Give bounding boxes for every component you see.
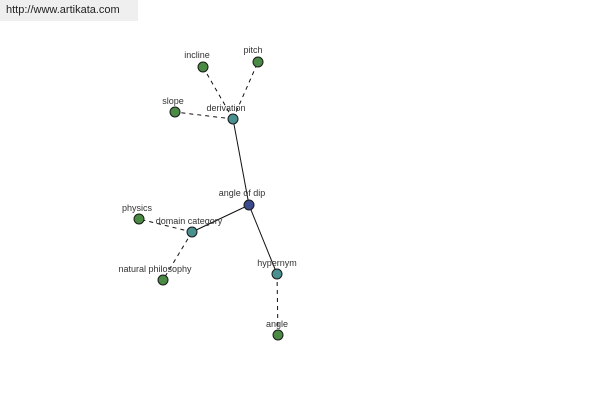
node-incline-dot[interactable] bbox=[197, 61, 209, 73]
node-natural-philosophy[interactable]: natural philosophy bbox=[118, 264, 192, 286]
node-physics-dot[interactable] bbox=[133, 213, 145, 225]
edge-derivation-pitch bbox=[232, 61, 259, 120]
edge-center-domain-category bbox=[191, 204, 250, 233]
node-physics-label: physics bbox=[122, 203, 153, 213]
node-incline[interactable]: incline bbox=[184, 50, 210, 73]
node-domain-category-dot[interactable] bbox=[186, 226, 198, 238]
node-hypernym-label: hypernym bbox=[257, 258, 297, 268]
node-domain-category-label: domain category bbox=[156, 216, 223, 226]
edge-center-hypernym bbox=[248, 204, 278, 275]
edge-derivation-slope bbox=[174, 111, 234, 120]
node-hypernym[interactable]: hypernym bbox=[257, 258, 297, 280]
edge-domain-physics bbox=[138, 218, 193, 233]
node-derivation-dot[interactable] bbox=[227, 113, 239, 125]
edge-domain-natural-philosophy bbox=[162, 231, 193, 281]
edge-hypernym-angle bbox=[276, 273, 279, 336]
node-derivation-label: derivation bbox=[206, 103, 245, 113]
node-pitch[interactable]: pitch bbox=[243, 45, 264, 68]
node-incline-label: incline bbox=[184, 50, 210, 60]
node-hypernym-dot[interactable] bbox=[271, 268, 283, 280]
node-angle-of-dip-label: angle of dip bbox=[219, 188, 266, 198]
node-derivation[interactable]: derivation bbox=[206, 103, 246, 125]
edge-derivation-incline bbox=[202, 66, 234, 120]
node-slope-label: slope bbox=[162, 96, 184, 106]
node-physics[interactable]: physics bbox=[122, 203, 153, 225]
node-pitch-label: pitch bbox=[243, 45, 262, 55]
node-angle-of-dip-dot[interactable] bbox=[243, 199, 255, 211]
node-natural-philosophy-dot[interactable] bbox=[157, 274, 169, 286]
edge-center-derivation bbox=[232, 118, 250, 206]
node-domain-category[interactable]: domain category bbox=[156, 216, 223, 238]
source-url[interactable]: http://www.artikata.com bbox=[0, 0, 138, 21]
node-angle-of-dip[interactable]: angle of dip bbox=[219, 188, 266, 211]
node-angle-dot[interactable] bbox=[272, 329, 284, 341]
node-angle-label: angle bbox=[266, 319, 288, 329]
node-slope-dot[interactable] bbox=[169, 106, 181, 118]
node-pitch-dot[interactable] bbox=[252, 56, 264, 68]
node-slope[interactable]: slope bbox=[162, 96, 184, 118]
node-natural-philosophy-label: natural philosophy bbox=[118, 264, 192, 274]
node-angle[interactable]: angle bbox=[266, 319, 288, 341]
